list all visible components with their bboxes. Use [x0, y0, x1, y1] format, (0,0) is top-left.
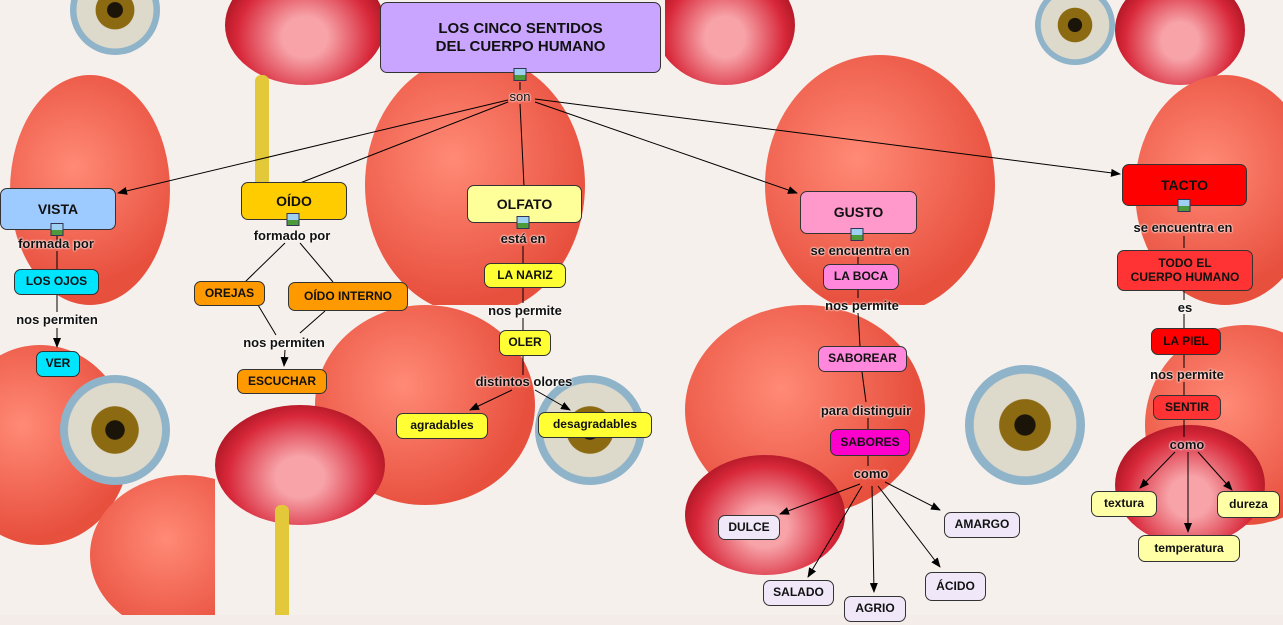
link-gusto-permite: nos permite [825, 298, 899, 313]
flavor-amargo: AMARGO [944, 512, 1020, 538]
node-la-nariz: LA NARIZ [484, 263, 566, 288]
node-saborear: SABOREAR [818, 346, 907, 372]
link-olfato-olores: distintos olores [475, 374, 573, 389]
link-gusto-como: como [853, 466, 889, 481]
image-icon[interactable] [1177, 199, 1191, 212]
link-vista-formada: formada por [18, 236, 94, 251]
link-gusto-encuentra: se encuentra en [810, 243, 910, 258]
link-olfato-esta: está en [500, 231, 546, 246]
eye-shape [965, 365, 1085, 485]
link-tacto-como: como [1169, 437, 1205, 452]
stick-shape [275, 505, 289, 615]
eye-shape [60, 375, 170, 485]
node-oler: OLER [499, 330, 551, 356]
node-ver: VER [36, 351, 80, 377]
stick-shape [255, 75, 269, 195]
link-tacto-encuentra: se encuentra en [1133, 220, 1233, 235]
node-todo-el-cuerpo: TODO EL CUERPO HUMANO [1117, 250, 1253, 291]
node-los-ojos: LOS OJOS [14, 269, 99, 295]
bg-tile [665, 0, 1115, 305]
node-la-piel: LA PIEL [1151, 328, 1221, 355]
image-icon[interactable] [286, 213, 300, 226]
image-icon[interactable] [516, 216, 530, 229]
node-sentir: SENTIR [1153, 395, 1221, 420]
link-son: son [509, 89, 531, 104]
node-sabores: SABORES [830, 429, 910, 456]
quality-temperatura: temperatura [1138, 535, 1240, 562]
flavor-dulce: DULCE [718, 515, 780, 540]
image-icon[interactable] [850, 228, 864, 241]
flavor-salado: SALADO [763, 580, 834, 606]
title-node: LOS CINCO SENTIDOS DEL CUERPO HUMANO [380, 2, 661, 73]
link-gusto-distinguir: para distinguir [820, 403, 912, 418]
sense-gusto: GUSTO [800, 191, 917, 234]
eye-shape [1035, 0, 1115, 65]
node-escuchar: ESCUCHAR [237, 369, 327, 394]
quality-dureza: dureza [1217, 491, 1280, 518]
link-vista-permiten: nos permiten [16, 312, 98, 327]
nose-shape [765, 55, 995, 305]
link-oido-formado: formado por [253, 228, 331, 243]
image-icon[interactable] [513, 68, 527, 81]
bg-tile [215, 305, 665, 615]
image-icon[interactable] [50, 223, 64, 236]
link-tacto-es: es [1177, 300, 1193, 315]
flavor-acido: ÁCIDO [925, 572, 986, 601]
flavor-agrio: AGRIO [844, 596, 906, 622]
quality-textura: textura [1091, 491, 1157, 517]
node-la-boca: LA BOCA [823, 264, 899, 290]
node-agradables: agradables [396, 413, 488, 439]
sense-olfato: OLFATO [467, 185, 582, 223]
node-desagradables: desagradables [538, 412, 652, 438]
link-olfato-permite: nos permite [488, 303, 562, 318]
lips-shape [215, 405, 385, 525]
node-oido-interno: OÍDO INTERNO [288, 282, 408, 311]
link-tacto-permite: nos permite [1150, 367, 1224, 382]
lips-shape [1115, 0, 1245, 85]
link-oido-permiten: nos permiten [243, 335, 325, 350]
node-orejas: OREJAS [194, 281, 265, 306]
